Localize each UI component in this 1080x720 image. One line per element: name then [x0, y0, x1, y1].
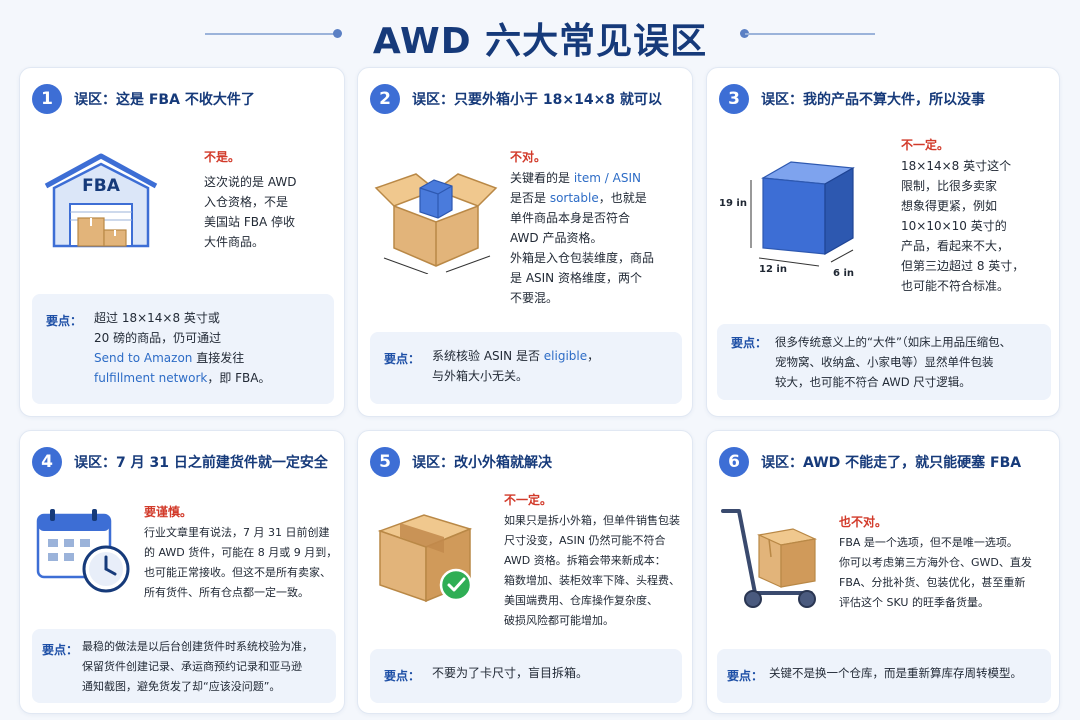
key-point-label: 要点： [384, 669, 421, 683]
verdict: 也不对。 [839, 515, 888, 529]
key-point-panel: 要点： 关键不是换一个仓库，而是重新算库存周转模型。 [717, 649, 1051, 703]
myth-card-6: 6 误区：AWD 不能走了，就只能硬塞 FBA 也不对。 FBA 是一个选项，但… [706, 430, 1060, 714]
verdict: 不对。 [510, 150, 547, 164]
box-check-icon [377, 514, 473, 603]
page-title: AWD 六大常见误区 [372, 21, 708, 62]
width-label: 6 in [833, 268, 854, 279]
myth-card-1: 1 误区：这是 FBA 不收大件了 FBA 不是。 这次说的是 AWD 入仓资格… [19, 67, 345, 417]
myth-card-5: 5 误区：改小外箱就解决 不一定。 如果只是拆小外箱，但单件销售包装 尺寸没变，… [357, 430, 693, 714]
myth-card-2: 2 误区：只要外箱小于 18×14×8 就可以 不对。 关键看的是 item /… [357, 67, 693, 417]
key-point-panel: 要点： 不要为了卡尺寸，盲目拆箱。 [370, 649, 682, 703]
verdict: 不是。 [204, 150, 241, 164]
key-point-label: 要点： [46, 314, 83, 328]
warehouse-icon [44, 153, 158, 248]
header-dot-right [740, 29, 749, 38]
key-point-text: 关键不是换一个仓库，而是重新算库存周转模型。 [769, 666, 1022, 680]
length-label: 12 in [759, 264, 787, 275]
card-title: 误区：AWD 不能走了，就只能硬塞 FBA [761, 455, 1022, 471]
key-point-panel: 要点： 系统核验 ASIN 是否 eligible， 与外箱大小无关。 [370, 332, 682, 404]
card-body: 18×14×8 英寸这个 限制，比很多卖家 想象得更紧，例如 10×10×10 … [901, 159, 1025, 293]
key-point-panel: 要点： 很多传统意义上的“大件”（如床上用品压缩包、 宠物窝、收纳盒、小家电等）… [717, 324, 1051, 400]
card-number: 4 [32, 447, 62, 477]
height-label: 19 in [719, 198, 747, 209]
card-body: 如果只是拆小外箱，但单件销售包装 尺寸没变，ASIN 仍然可能不符合 AWD 资… [504, 514, 680, 627]
page-header: AWD 六大常见误区 [0, 0, 1080, 64]
verdict: 不一定。 [901, 138, 950, 152]
card-number: 2 [370, 84, 400, 114]
key-point-panel: 要点： 超过 18×14×8 英寸或 20 磅的商品，仍可通过 Send to … [32, 294, 334, 404]
card-body: 关键看的是 item / ASIN 是否是 sortable，也就是 单件商品本… [510, 171, 655, 305]
warehouse-label: FBA [82, 176, 120, 196]
card-body: FBA 是一个选项，但不是唯一选项。 你可以考虑第三方海外仓、GWD、直发 FB… [839, 536, 1032, 609]
header-line-left [205, 33, 335, 35]
open-box-icon [374, 173, 498, 274]
calendar-clock-icon [36, 509, 130, 593]
myth-card-3: 3 误区：我的产品不算大件，所以没事 19 in 12 in 6 in 不一定。… [706, 67, 1060, 417]
hand-truck-icon [721, 509, 818, 608]
card-number: 5 [370, 447, 400, 477]
key-point-label: 要点： [731, 336, 768, 350]
card-body: 行业文章里有说法，7 月 31 日前创建 的 AWD 货件，可能在 8 月或 9… [144, 526, 338, 599]
header-line-right [745, 33, 875, 35]
card-number: 1 [32, 84, 62, 114]
key-point-label: 要点： [384, 352, 421, 366]
key-point-label: 要点： [727, 669, 764, 683]
card-number: 3 [719, 84, 749, 114]
card-title: 误区：这是 FBA 不收大件了 [74, 92, 255, 108]
key-point-text: 很多传统意义上的“大件”（如床上用品压缩包、 宠物窝、收纳盒、小家电等）显然单件… [775, 335, 1012, 389]
card-body: 这次说的是 AWD 入仓资格，不是 美国站 FBA 停收 大件商品。 [204, 175, 297, 249]
card-title: 误区：我的产品不算大件，所以没事 [761, 92, 985, 108]
key-point-text: 系统核验 ASIN 是否 eligible， 与外箱大小无关。 [432, 349, 600, 383]
card-title: 误区：改小外箱就解决 [412, 455, 552, 471]
key-point-text: 最稳的做法是以后台创建货件时系统校验为准， 保留货件创建记录、承运商预约记录和亚… [82, 640, 313, 693]
card-title: 误区：只要外箱小于 18×14×8 就可以 [412, 92, 662, 108]
card-title: 误区：7 月 31 日之前建货件就一定安全 [74, 455, 328, 471]
header-dot-left [333, 29, 342, 38]
card-number: 6 [719, 447, 749, 477]
verdict: 要谨慎。 [144, 505, 193, 519]
key-point-text: 不要为了卡尺寸，盲目拆箱。 [432, 666, 589, 680]
key-point-text: 超过 18×14×8 英寸或 20 磅的商品，仍可通过 Send to Amaz… [94, 311, 271, 385]
key-point-label: 要点： [42, 643, 79, 657]
verdict: 不一定。 [504, 493, 553, 507]
myth-card-4: 4 误区：7 月 31 日之前建货件就一定安全 要谨慎。 行业文章里有说法，7 … [19, 430, 345, 714]
key-point-panel: 要点： 最稳的做法是以后台创建货件时系统校验为准， 保留货件创建记录、承运商预约… [32, 629, 336, 703]
cube-dimension-icon: 19 in 12 in 6 in [719, 161, 855, 279]
